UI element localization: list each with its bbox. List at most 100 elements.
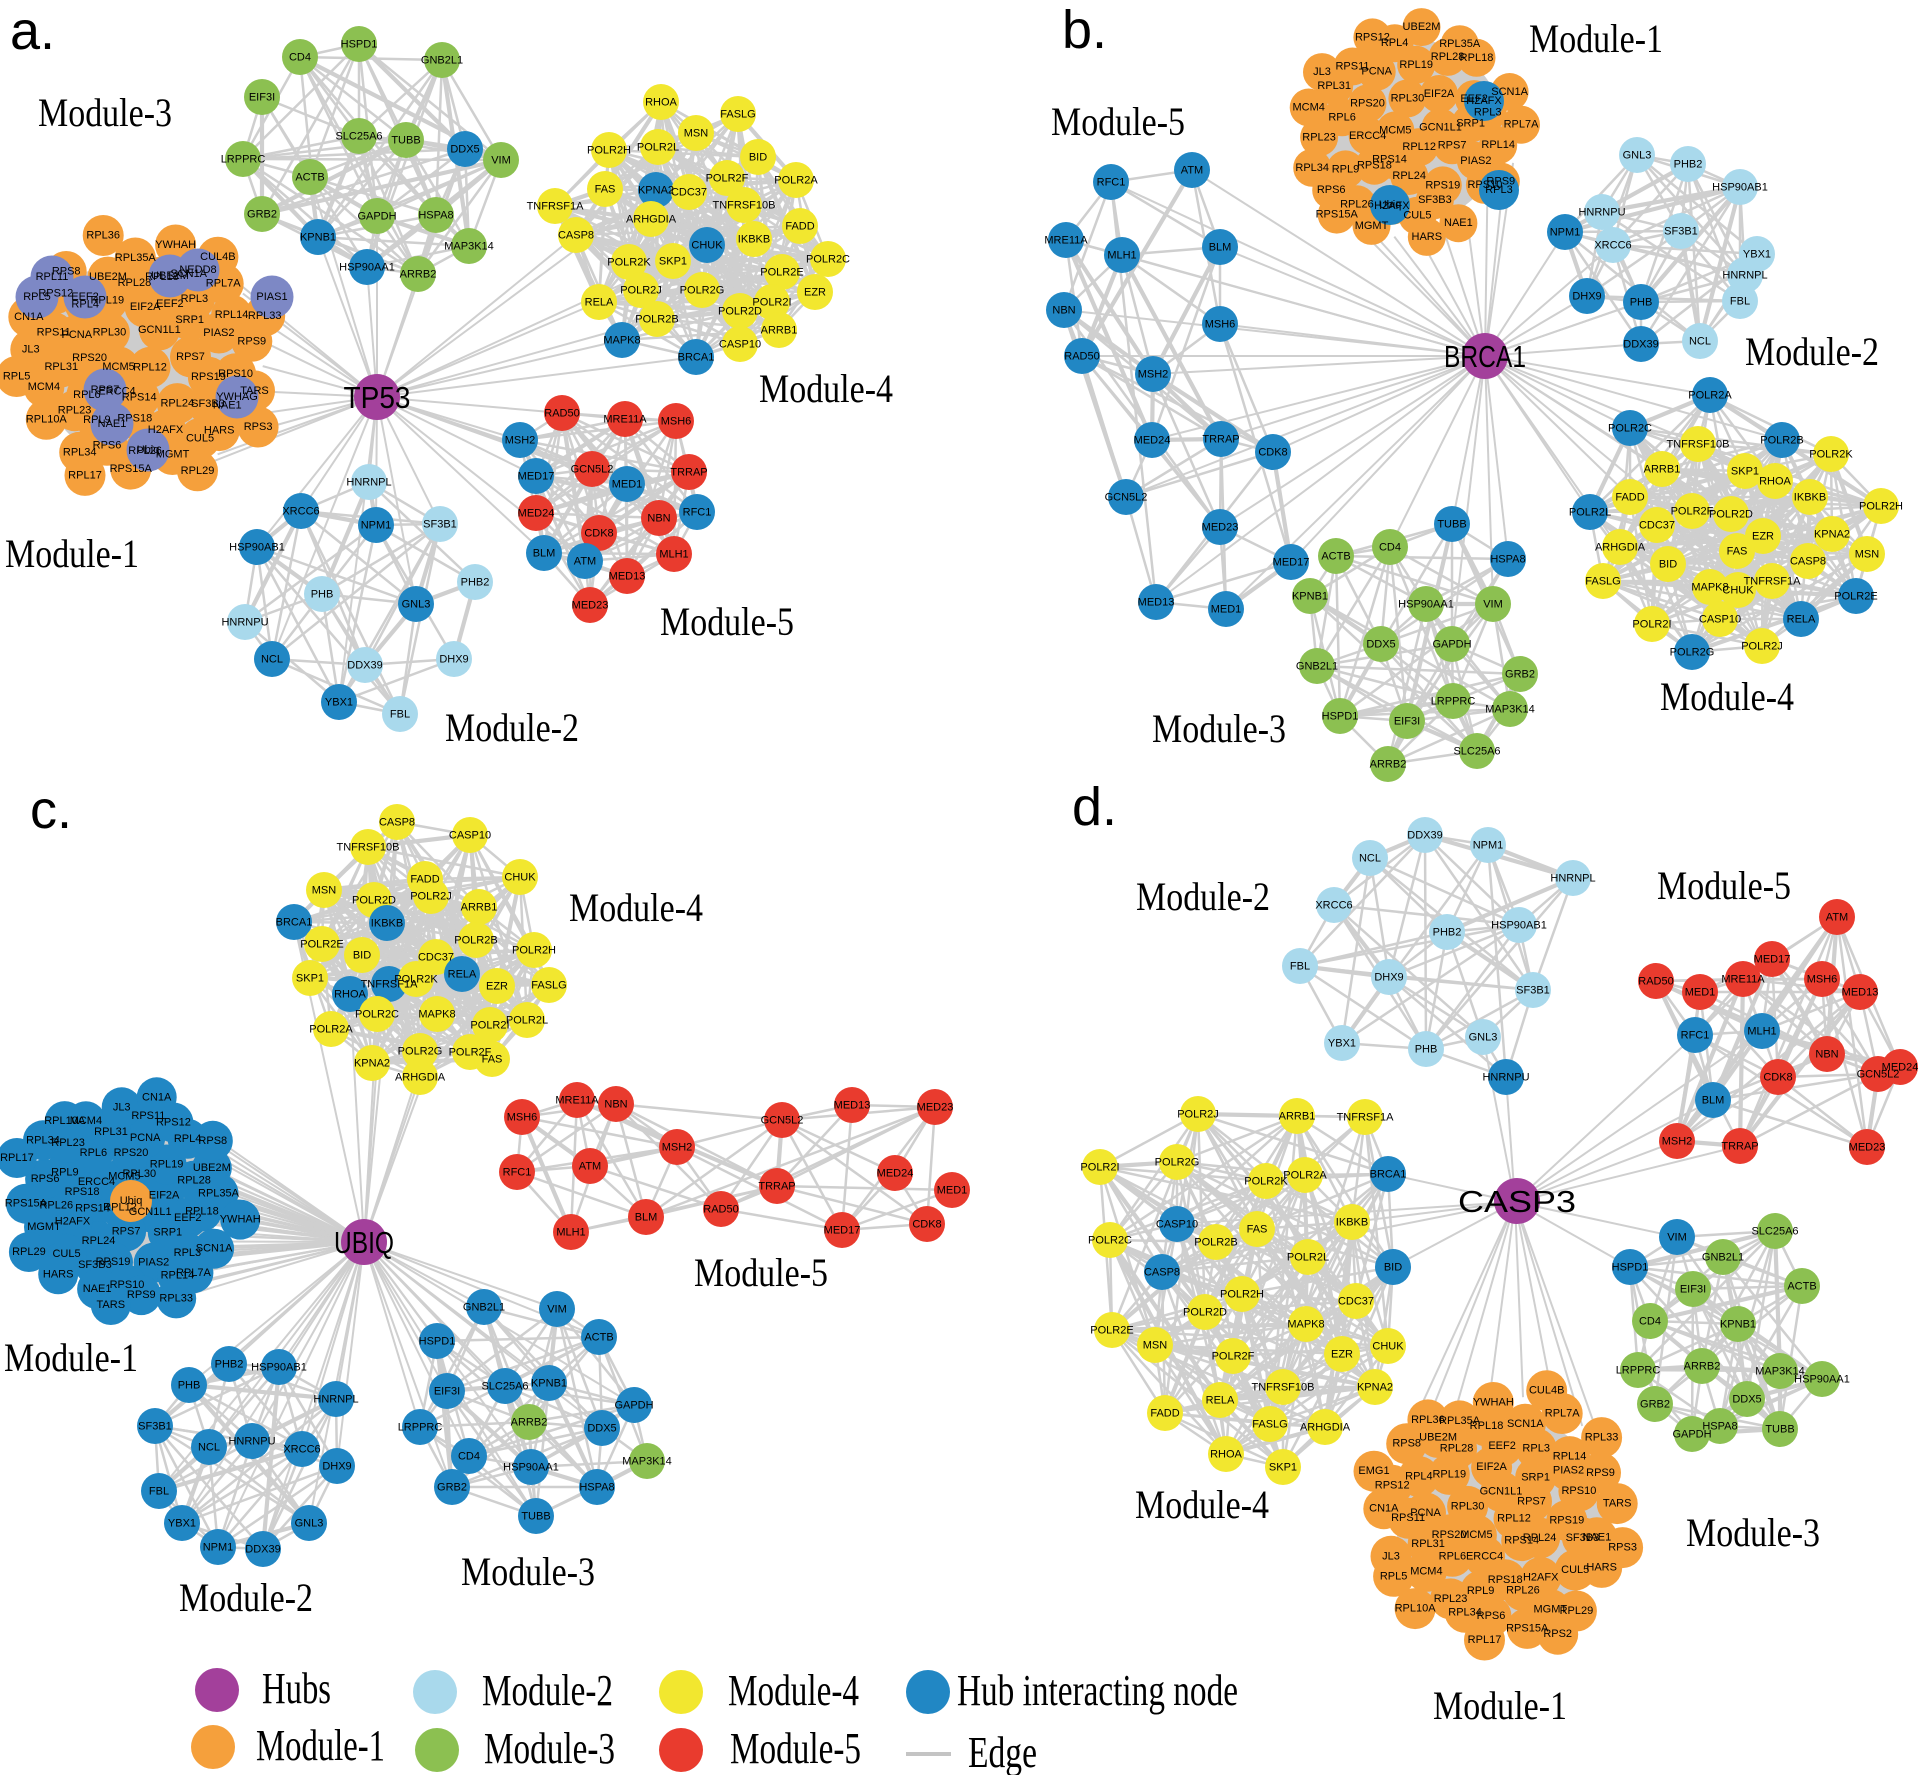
svg-text:NCL: NCL xyxy=(1359,853,1381,865)
svg-text:RPL12: RPL12 xyxy=(133,361,167,373)
svg-text:VIM: VIM xyxy=(1483,599,1503,611)
svg-text:RPL10A: RPL10A xyxy=(1395,1603,1437,1615)
svg-text:PIAS2: PIAS2 xyxy=(1460,155,1491,167)
svg-text:JL3: JL3 xyxy=(1313,66,1331,78)
svg-text:HARS: HARS xyxy=(43,1268,74,1280)
svg-text:RPS15A: RPS15A xyxy=(1316,209,1359,221)
svg-text:RPS11: RPS11 xyxy=(1391,1512,1425,1524)
svg-text:NAE1: NAE1 xyxy=(213,400,242,412)
svg-text:FAS: FAS xyxy=(595,184,616,196)
svg-text:RPL28: RPL28 xyxy=(1440,1443,1474,1455)
svg-text:RPL24: RPL24 xyxy=(82,1235,116,1247)
svg-text:JL3: JL3 xyxy=(113,1101,131,1113)
svg-text:PHB: PHB xyxy=(1630,297,1653,309)
svg-text:EEF2: EEF2 xyxy=(1488,1440,1516,1452)
svg-text:RPL30: RPL30 xyxy=(122,1168,156,1180)
svg-text:RPL14: RPL14 xyxy=(1481,139,1515,151)
svg-text:MRE11A: MRE11A xyxy=(1044,235,1088,247)
svg-text:HNRNPU: HNRNPU xyxy=(221,617,268,629)
svg-text:PCNA: PCNA xyxy=(1361,66,1392,78)
svg-text:MGMT: MGMT xyxy=(156,449,190,461)
svg-text:POLR2I: POLR2I xyxy=(470,1020,509,1032)
svg-text:BRCA1: BRCA1 xyxy=(1370,1169,1407,1181)
svg-text:MED17: MED17 xyxy=(518,471,555,483)
svg-text:JL3: JL3 xyxy=(1382,1550,1400,1562)
svg-text:RPS9: RPS9 xyxy=(237,335,266,347)
svg-text:RPL23: RPL23 xyxy=(1434,1593,1468,1605)
svg-text:TNFRSF1A: TNFRSF1A xyxy=(1337,1112,1395,1124)
svg-text:CDC37: CDC37 xyxy=(1639,520,1675,532)
svg-text:Module-1: Module-1 xyxy=(4,1335,138,1380)
svg-text:XRCC6: XRCC6 xyxy=(282,506,319,518)
svg-text:PHB: PHB xyxy=(178,1380,201,1392)
svg-text:CUL5: CUL5 xyxy=(1403,210,1431,222)
svg-text:Module-2: Module-2 xyxy=(1136,874,1270,919)
svg-text:EIF2A: EIF2A xyxy=(149,1190,180,1202)
svg-text:HNRNPU: HNRNPU xyxy=(1578,207,1625,219)
svg-text:RPS11: RPS11 xyxy=(37,327,71,339)
svg-text:Module-3: Module-3 xyxy=(461,1549,595,1594)
svg-text:SRP1: SRP1 xyxy=(175,314,204,326)
svg-text:Module-3: Module-3 xyxy=(1686,1510,1820,1555)
svg-text:NCL: NCL xyxy=(261,654,283,666)
svg-text:PCNA: PCNA xyxy=(130,1132,161,1144)
svg-text:YWHAH: YWHAH xyxy=(1473,1397,1514,1409)
svg-text:HSP90AB1: HSP90AB1 xyxy=(1491,920,1547,932)
svg-text:RPL31: RPL31 xyxy=(1317,80,1351,92)
svg-text:POLR2I: POLR2I xyxy=(752,297,791,309)
svg-text:CDK8: CDK8 xyxy=(1763,1072,1792,1084)
svg-text:MED24: MED24 xyxy=(1882,1062,1919,1074)
svg-text:RPL23: RPL23 xyxy=(1302,131,1336,143)
svg-text:POLR2K: POLR2K xyxy=(1809,449,1853,461)
svg-text:SCN1A: SCN1A xyxy=(1507,1418,1544,1430)
svg-text:RPS18: RPS18 xyxy=(65,1186,100,1198)
svg-text:RPS14: RPS14 xyxy=(1504,1535,1539,1547)
svg-text:GCN1L1: GCN1L1 xyxy=(129,1206,172,1218)
svg-text:ERCC4: ERCC4 xyxy=(78,1176,115,1188)
svg-text:TUBB: TUBB xyxy=(1765,1424,1794,1436)
svg-text:MSH6: MSH6 xyxy=(1205,319,1236,331)
svg-text:RFC1: RFC1 xyxy=(1097,177,1126,189)
svg-text:H2AFX: H2AFX xyxy=(1466,95,1502,107)
svg-text:MCM5: MCM5 xyxy=(1460,1529,1492,1541)
svg-text:RPS9: RPS9 xyxy=(1486,176,1515,188)
svg-text:RPS3: RPS3 xyxy=(1608,1542,1637,1554)
svg-text:RELA: RELA xyxy=(1787,614,1816,626)
svg-text:MED23: MED23 xyxy=(917,1102,954,1114)
svg-text:RPL7A: RPL7A xyxy=(176,1267,212,1279)
svg-text:DDX39: DDX39 xyxy=(1407,830,1442,842)
svg-text:CASP10: CASP10 xyxy=(1699,614,1741,626)
svg-text:RHOA: RHOA xyxy=(1210,1449,1242,1461)
svg-text:DDX5: DDX5 xyxy=(587,1423,616,1435)
svg-text:MED1: MED1 xyxy=(612,479,643,491)
svg-text:VIM: VIM xyxy=(1667,1232,1687,1244)
svg-text:MED13: MED13 xyxy=(609,571,646,583)
svg-text:POLR2J: POLR2J xyxy=(620,285,662,297)
svg-text:RPL18: RPL18 xyxy=(1470,1420,1504,1432)
svg-text:SLC25A6: SLC25A6 xyxy=(335,131,382,143)
svg-text:RPS11: RPS11 xyxy=(131,1110,165,1122)
svg-text:POLR2E: POLR2E xyxy=(1090,1325,1133,1337)
svg-text:RPL33: RPL33 xyxy=(159,1292,193,1304)
svg-text:CASP8: CASP8 xyxy=(1790,556,1826,568)
svg-text:MSN: MSN xyxy=(312,885,337,897)
svg-text:NPM1: NPM1 xyxy=(203,1542,234,1554)
svg-text:PHB2: PHB2 xyxy=(1433,927,1462,939)
svg-text:POLR2B: POLR2B xyxy=(635,314,678,326)
svg-text:RPL17: RPL17 xyxy=(1468,1634,1502,1646)
svg-text:RPS20: RPS20 xyxy=(114,1147,149,1159)
svg-text:MSH2: MSH2 xyxy=(662,1142,693,1154)
svg-text:SF3B3: SF3B3 xyxy=(191,398,225,410)
svg-text:CASP10: CASP10 xyxy=(719,339,761,351)
svg-text:Module-5: Module-5 xyxy=(1657,863,1791,908)
svg-text:RPL10A: RPL10A xyxy=(26,413,68,425)
svg-text:MED17: MED17 xyxy=(1273,557,1310,569)
svg-text:PCNA: PCNA xyxy=(1410,1507,1441,1519)
svg-text:FAS: FAS xyxy=(1727,546,1748,558)
svg-text:RPL9: RPL9 xyxy=(1467,1585,1495,1597)
svg-text:MED17: MED17 xyxy=(1754,954,1791,966)
svg-text:CD4: CD4 xyxy=(458,1451,480,1463)
svg-text:HSPD1: HSPD1 xyxy=(341,39,378,51)
svg-text:GRB2: GRB2 xyxy=(247,209,277,221)
svg-text:MED23: MED23 xyxy=(1202,522,1239,534)
